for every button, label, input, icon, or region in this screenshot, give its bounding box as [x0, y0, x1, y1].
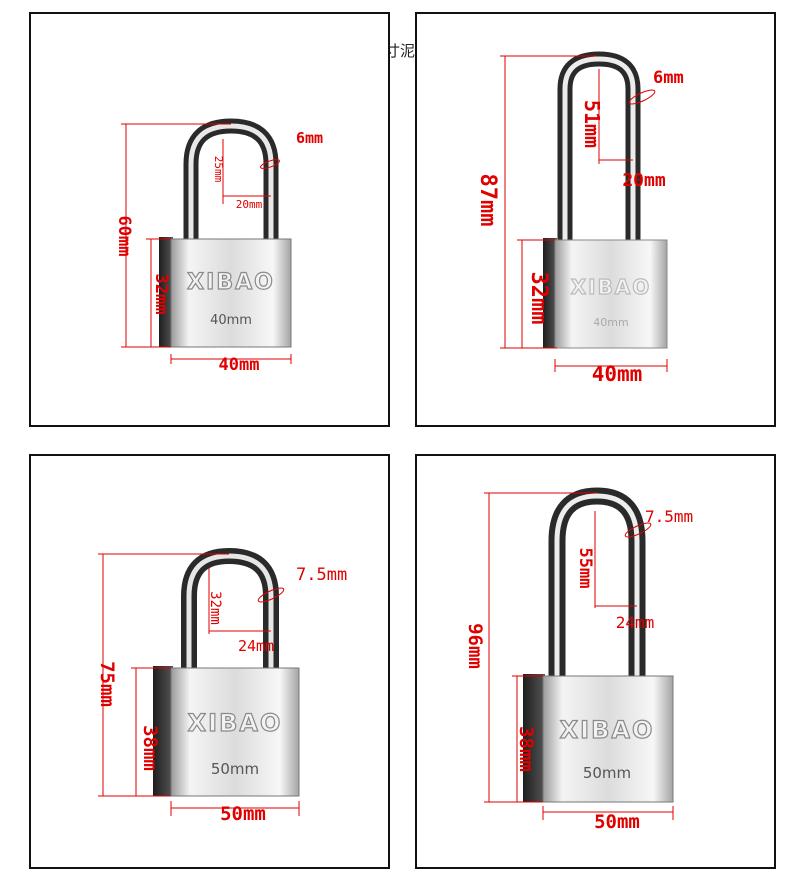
shackle: [181, 547, 279, 671]
size-engraving: 40mm: [210, 313, 252, 328]
shackle-width-label: 20mm: [622, 170, 666, 191]
shackle-height-label: 32mm: [207, 591, 223, 625]
shackle-height-label: 51mm: [580, 100, 604, 148]
size-engraving: 40mm: [593, 316, 628, 329]
body-height-label: 32mm: [526, 272, 551, 325]
total-height-label: 60mm: [114, 216, 134, 257]
dimension-lines: [98, 553, 300, 816]
shackle-width-label: 24mm: [238, 637, 274, 655]
shackle-diameter-label: 7.5mm: [296, 565, 347, 585]
shackle-diameter-label: 7.5mm: [645, 507, 693, 526]
body-height-label: 38mm: [515, 726, 537, 772]
lock-body: [523, 674, 674, 803]
total-height-label: 87mm: [475, 174, 500, 227]
shackle-diameter-label: 6mm: [653, 68, 684, 88]
shackle-width-label: 20mm: [236, 198, 263, 211]
dimension-lines: [500, 55, 668, 372]
shackle-height-label: 55mm: [575, 548, 595, 589]
size-engraving: 50mm: [211, 760, 259, 778]
brand-engraving: XIBAO: [560, 716, 655, 744]
shackle-diameter-label: 6mm: [296, 129, 323, 147]
shackle-height-label: 25mm: [212, 156, 225, 183]
total-height-label: 75mm: [96, 661, 118, 707]
body-height-label: 32mm: [151, 274, 171, 315]
lock-body: [159, 237, 292, 348]
width-label: 40mm: [592, 362, 643, 386]
size-engraving: 50mm: [583, 764, 631, 782]
lock-body: [543, 238, 668, 349]
brand-engraving: XIBAO: [187, 270, 275, 295]
total-height-label: 96mm: [464, 623, 486, 669]
lock-body: [153, 666, 300, 797]
shackle: [557, 51, 641, 244]
lock-panel-2: XIBAO 40mm 87mm 32mm 40mm 51mm 20mm 6mm: [415, 12, 776, 427]
brand-engraving: XIBAO: [188, 709, 283, 737]
shackle-width-label: 24mm: [616, 613, 655, 632]
dimension-lines: [484, 492, 674, 820]
lock-panel-4: XIBAO 50mm 96mm 38mm 50mm 55mm 24mm 7.5m…: [415, 454, 776, 869]
brand-engraving: XIBAO: [571, 275, 652, 299]
dimension-lines: [121, 123, 292, 364]
shackle: [183, 118, 279, 239]
width-label: 50mm: [220, 803, 266, 825]
lock-panel-3: XIBAO 50mm 75mm 38mm 50mm 32mm 24mm 7.5m…: [29, 454, 390, 869]
body-height-label: 38mm: [139, 725, 161, 771]
width-label: 50mm: [594, 811, 640, 833]
width-label: 40mm: [219, 355, 260, 375]
lock-panel-1: XIBAO 40mm 60mm 32mm 40mm 25mm 20mm 6mm: [29, 12, 390, 427]
shackle: [548, 487, 646, 686]
